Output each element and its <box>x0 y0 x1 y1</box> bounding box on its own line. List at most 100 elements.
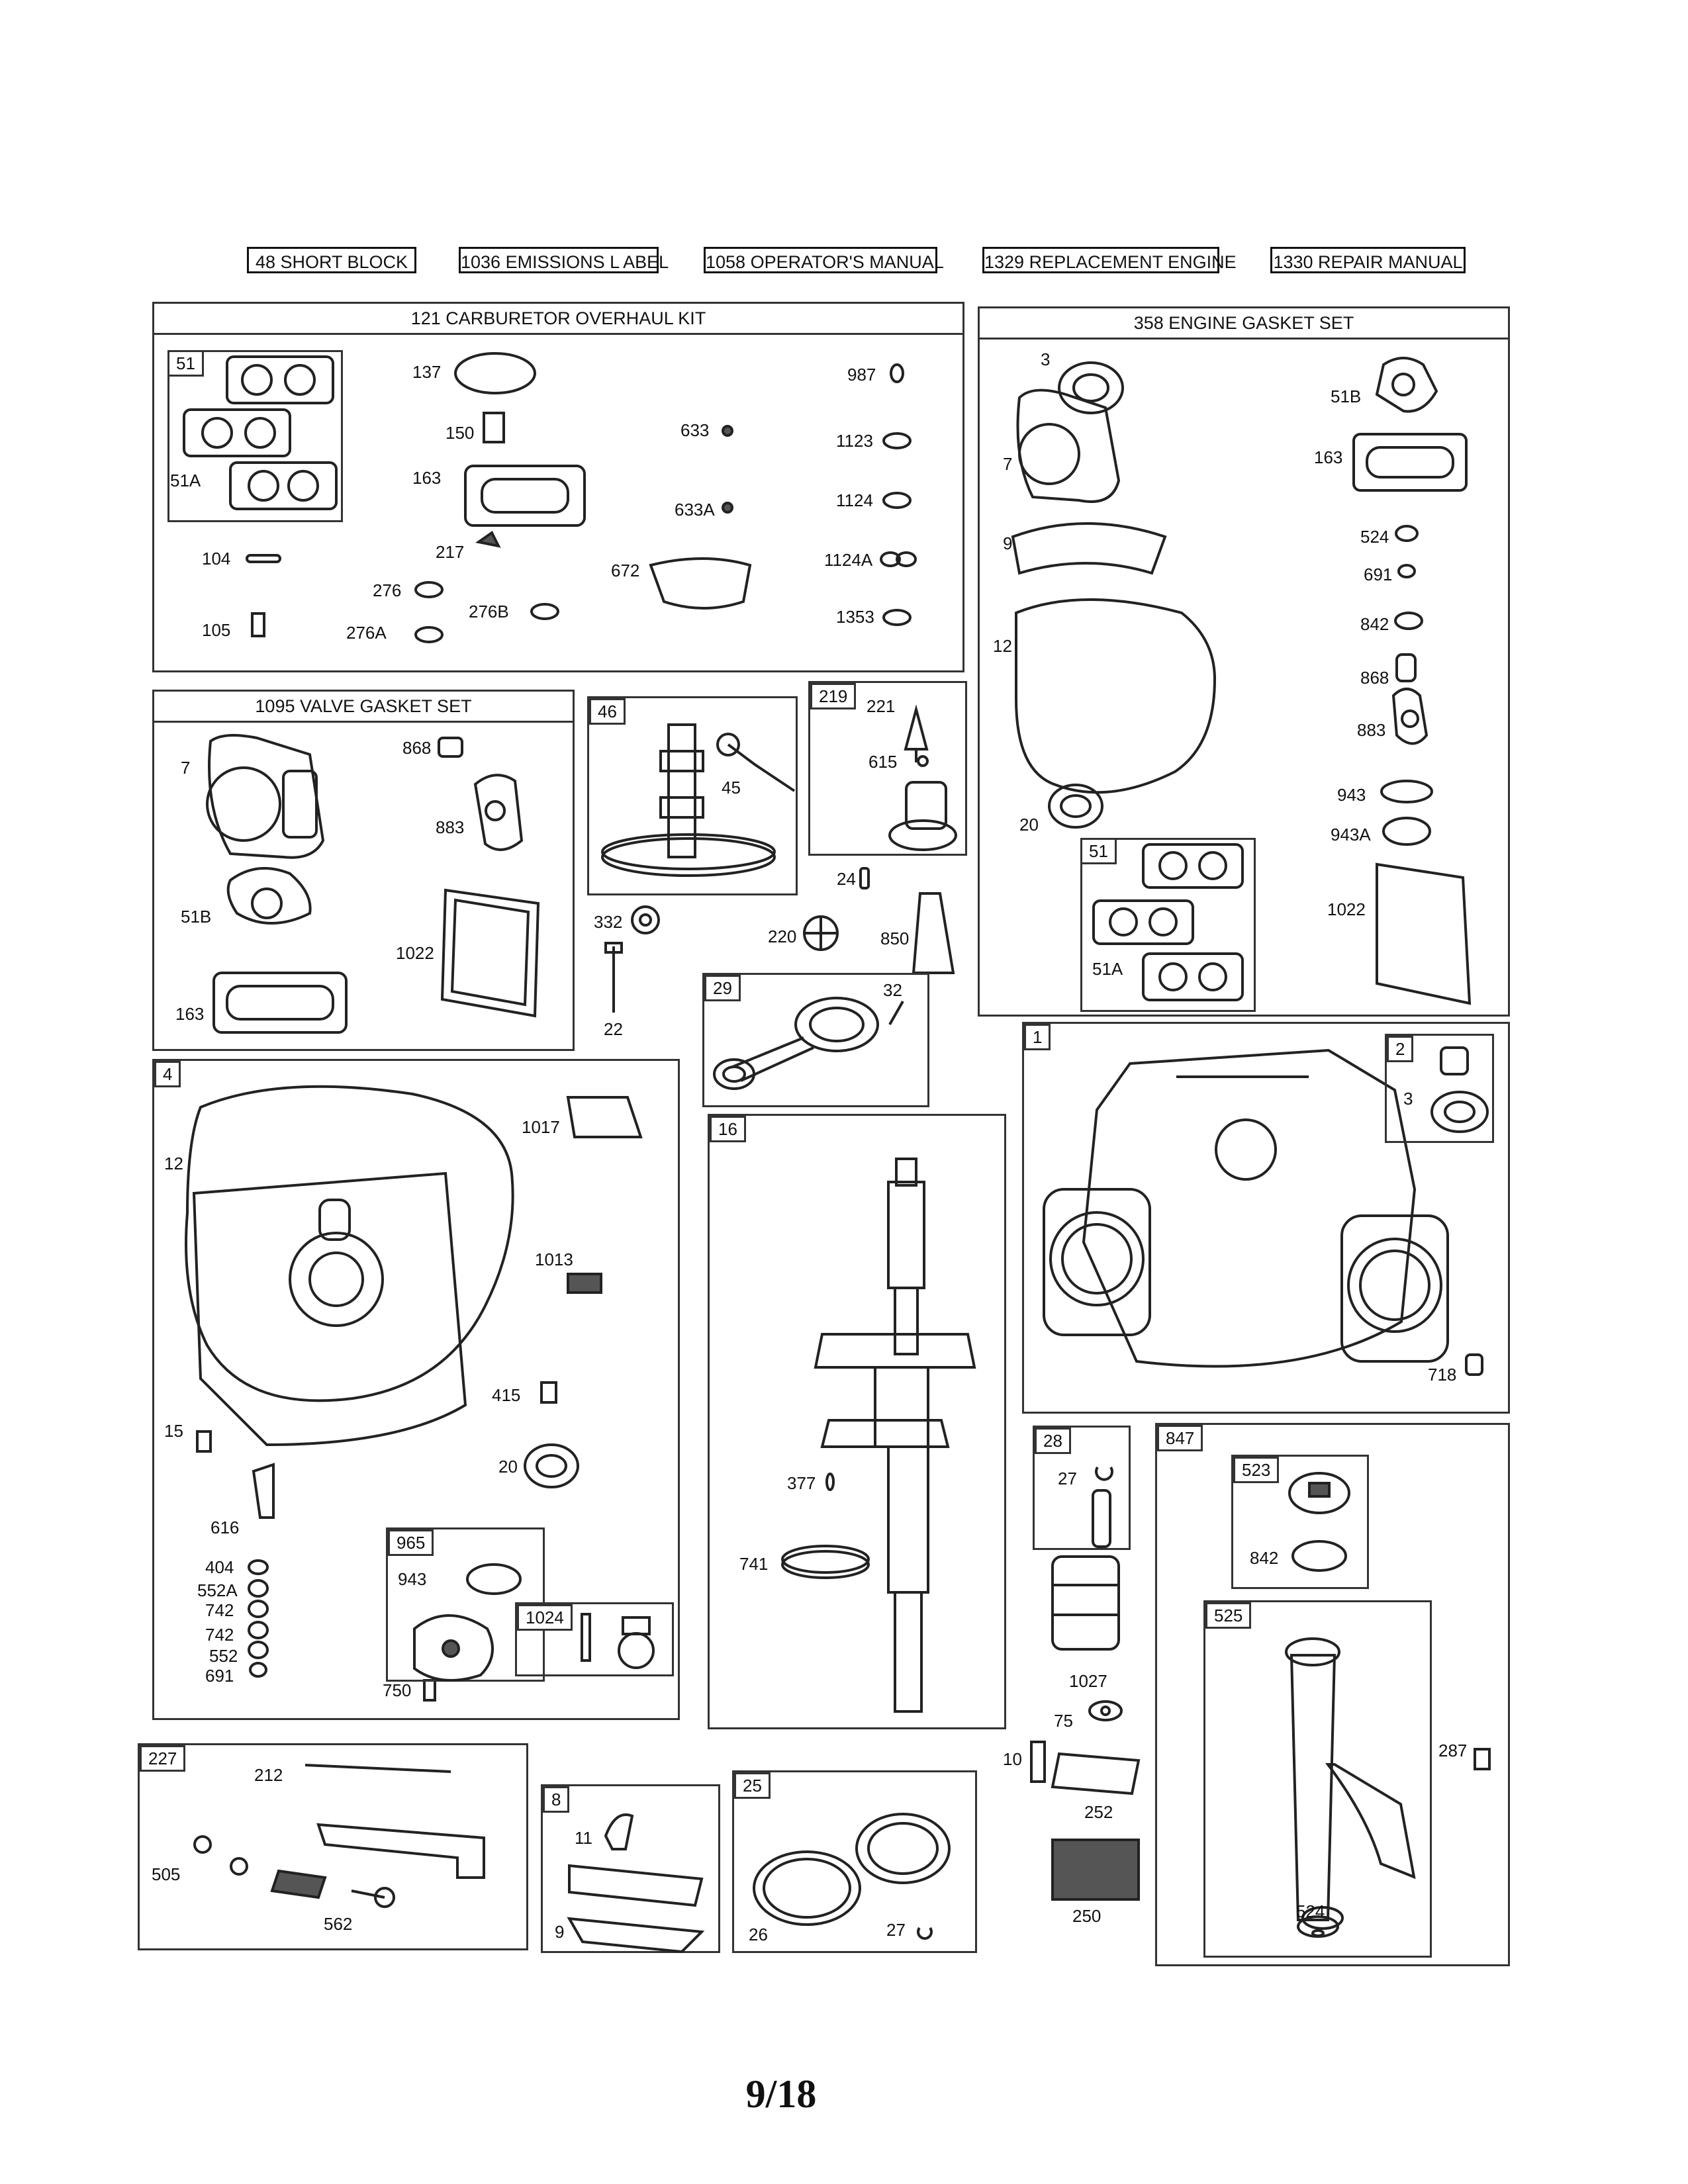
engine-gasket-set-panel: 358 ENGINE GASKET SET 3 7 9 12 20 51B 16… <box>978 306 1510 1017</box>
part-label: 633A <box>675 500 715 520</box>
part-label: 20 <box>498 1457 518 1477</box>
part-label: 12 <box>993 636 1012 656</box>
breather-tag: 8 <box>543 1786 570 1813</box>
part-label: 524 <box>1296 1901 1325 1921</box>
governor-linkage-tag: 227 <box>140 1745 186 1772</box>
misc-right-art <box>1030 1741 1141 1901</box>
part-label: 842 <box>1250 1548 1279 1568</box>
part-label: 377 <box>787 1473 816 1493</box>
part-label: 250 <box>1072 1906 1102 1926</box>
part-label: 883 <box>1357 720 1386 740</box>
engine-gasket-set-title: 358 ENGINE GASKET SET <box>980 308 1508 340</box>
valve-gasket-set-panel: 1095 VALVE GASKET SET 7 868 883 51B 1022… <box>152 690 575 1051</box>
loose-parts-art <box>604 867 955 1013</box>
part-label: 212 <box>254 1765 283 1785</box>
part-label: 1022 <box>396 943 434 963</box>
part-label: 672 <box>611 561 640 580</box>
valve-gasket-art <box>206 734 540 1034</box>
part-label: 850 <box>880 929 910 948</box>
header-kit-repair-manual: 1330 REPAIR MANUAL <box>1270 247 1466 273</box>
filter-adapter-art <box>1092 1466 1113 1548</box>
part-label: 741 <box>739 1554 769 1574</box>
part-label: 943 <box>398 1569 427 1589</box>
part-label: 51B <box>1331 387 1362 406</box>
part-label: 1353 <box>836 607 874 627</box>
part-label: 524 <box>1360 527 1389 547</box>
part-label: 217 <box>436 542 465 562</box>
part-label: 1017 <box>522 1117 560 1137</box>
crankshaft-panel: 16 377 741 <box>708 1114 1006 1729</box>
oil-filter-adapter-panel: 28 27 <box>1033 1426 1131 1550</box>
part-label: 750 <box>383 1680 412 1700</box>
carb-sub-tag: 51 <box>167 350 204 377</box>
piston-art <box>753 1813 951 1940</box>
part-label: 51A <box>170 471 201 490</box>
cylinder-block-tag: 1 <box>1024 1024 1051 1050</box>
dipstick-panel: 847 523 842 525 287 524 <box>1155 1423 1510 1966</box>
part-label: 868 <box>1360 668 1389 688</box>
header-kit-replacement-engine: 1329 REPLACEMENT ENGINE <box>982 247 1237 273</box>
carb-gasket-subpanel <box>167 350 343 522</box>
breather-art <box>567 1813 705 1954</box>
governor-panel: 219 221 615 <box>808 681 967 856</box>
part-label: 3 <box>1041 349 1051 369</box>
part-label: 1124A <box>824 550 873 570</box>
carburetor-kit-art <box>183 352 917 643</box>
part-label: 12 <box>164 1154 183 1173</box>
part-label: 20 <box>1019 815 1039 835</box>
part-label: 163 <box>175 1004 205 1024</box>
part-label: 51B <box>181 907 212 927</box>
connecting-rod-tag: 29 <box>704 975 741 1001</box>
part-label: 1027 <box>1069 1671 1107 1691</box>
page-number: 9/18 <box>745 2072 817 2116</box>
crankcase-cover-panel: 4 12 1017 1013 415 20 15 616 404 552A 74… <box>152 1059 680 1720</box>
part-label: 45 <box>722 778 741 797</box>
part-label: 883 <box>436 817 465 837</box>
part-label: 718 <box>1428 1365 1457 1385</box>
part-label: 868 <box>402 738 432 758</box>
part-label: 691 <box>1364 565 1393 584</box>
dipstick-cap-art <box>1288 1472 1350 1572</box>
camshaft-art <box>601 723 796 877</box>
part-label: 27 <box>1058 1469 1077 1488</box>
part-label: 22 <box>604 1019 623 1039</box>
camshaft-panel: 46 45 <box>587 696 798 895</box>
oil-filter-adapter-tag: 28 <box>1035 1428 1071 1454</box>
part-label: 742 <box>205 1600 234 1620</box>
connecting-rod-panel: 29 32 <box>702 973 929 1107</box>
part-label: 276A <box>346 623 387 643</box>
part-label: 7 <box>181 758 191 778</box>
governor-art <box>888 704 957 851</box>
engine-gasket-art <box>1011 357 1472 1005</box>
cylinder-block-art <box>1043 1048 1483 1376</box>
part-label: 32 <box>883 980 902 1000</box>
part-label: 105 <box>202 620 231 640</box>
part-label: 987 <box>847 365 876 385</box>
valve-gasket-set-title: 1095 VALVE GASKET SET <box>154 692 573 723</box>
part-label: 1123 <box>836 431 873 451</box>
cylinder-block-panel: 1 2 3 718 <box>1022 1022 1510 1414</box>
piston-panel: 25 26 27 <box>732 1770 977 1953</box>
part-label: 1124 <box>836 490 873 510</box>
part-label: 11 <box>575 1828 592 1848</box>
part-label: 943 <box>1337 785 1366 805</box>
crankshaft-art <box>781 1158 976 1713</box>
part-label: 150 <box>445 423 475 443</box>
part-label: 742 <box>205 1625 234 1645</box>
pump-rotor-art <box>581 1613 655 1669</box>
seal-tag: 2 <box>1387 1036 1414 1062</box>
part-label: 10 <box>1003 1749 1022 1769</box>
part-label: 27 <box>886 1920 906 1940</box>
part-label: 552 <box>209 1646 238 1666</box>
dipstick-tube-subpanel: 525 <box>1203 1600 1432 1958</box>
part-label: 562 <box>324 1914 353 1934</box>
dipstick-cap-subpanel: 523 842 <box>1231 1455 1369 1589</box>
part-label: 276B <box>469 602 509 621</box>
piston-tag: 25 <box>734 1772 771 1799</box>
part-label: 552A <box>197 1580 238 1600</box>
part-label: 1022 <box>1327 899 1366 919</box>
part-label: 1013 <box>535 1250 573 1269</box>
part-label: 404 <box>205 1557 234 1577</box>
dipstick-tube-art <box>1285 1637 1416 1938</box>
part-label: 842 <box>1360 614 1389 634</box>
